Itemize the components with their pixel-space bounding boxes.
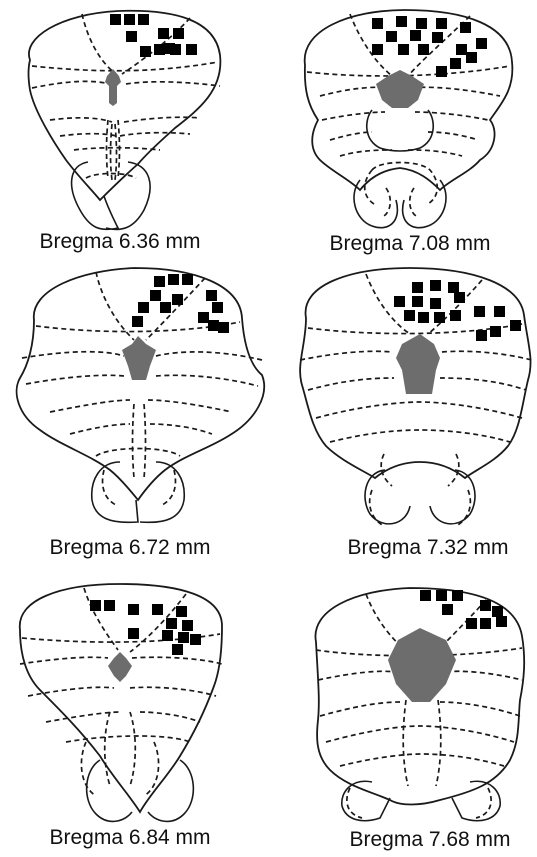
marker-square xyxy=(138,302,149,313)
marker-square xyxy=(442,604,453,615)
marker-square xyxy=(386,31,397,42)
panel-caption: Bregma 7.32 mm xyxy=(318,536,537,560)
marker-square xyxy=(412,296,423,307)
marker-square xyxy=(212,302,223,313)
marker-square xyxy=(90,600,101,611)
marker-square xyxy=(460,22,471,33)
marker-square xyxy=(166,618,177,629)
marker-square xyxy=(432,32,443,43)
marker-square xyxy=(152,604,163,615)
marker-square xyxy=(430,298,441,309)
section-panel-6 xyxy=(315,588,524,821)
marker-square xyxy=(480,618,491,629)
marker-square xyxy=(178,632,189,643)
panel-caption: Bregma 7.68 mm xyxy=(320,828,537,852)
marker-square xyxy=(372,18,383,29)
panel-caption: Bregma 6.72 mm xyxy=(20,536,240,560)
marker-square xyxy=(150,290,161,301)
marker-square xyxy=(476,330,487,341)
marker-square xyxy=(450,310,461,321)
brain-outline xyxy=(29,11,221,200)
marker-square xyxy=(436,18,447,29)
section-panel-2 xyxy=(305,10,513,228)
marker-square xyxy=(186,44,197,55)
marker-square xyxy=(480,600,491,611)
panel-caption: Bregma 6.84 mm xyxy=(20,826,240,850)
marker-square xyxy=(456,44,467,55)
marker-square xyxy=(104,600,115,611)
olfactory-bulb-outline xyxy=(365,470,475,524)
marker-square xyxy=(490,326,501,337)
marker-square xyxy=(182,274,193,285)
section-panel-5 xyxy=(20,584,222,821)
marker-square xyxy=(170,44,181,55)
marker-square xyxy=(154,276,165,287)
marker-square xyxy=(132,316,143,327)
marker-square xyxy=(128,628,139,639)
marker-square xyxy=(372,44,383,55)
marker-square xyxy=(172,294,183,305)
marker-square xyxy=(476,38,487,49)
marker-square xyxy=(430,280,441,291)
panel-caption: Bregma 6.36 mm xyxy=(10,230,230,254)
marker-square xyxy=(454,292,465,303)
marker-square xyxy=(128,604,139,615)
marker-square xyxy=(448,282,459,293)
marker-square xyxy=(198,312,209,323)
marker-square xyxy=(434,312,445,323)
marker-square xyxy=(450,58,461,69)
section-panel-1 xyxy=(29,11,221,230)
marker-square xyxy=(404,310,415,321)
marker-square xyxy=(394,296,405,307)
marker-square xyxy=(436,66,447,77)
marker-square xyxy=(126,31,137,42)
marker-square xyxy=(160,302,171,313)
marker-square xyxy=(218,322,229,333)
marker-square xyxy=(154,44,165,55)
marker-square xyxy=(206,290,217,301)
marker-square xyxy=(124,14,135,25)
section-panel-3 xyxy=(17,268,265,522)
marker-square xyxy=(396,16,407,27)
olfactory-bulb-outline xyxy=(354,180,446,228)
marker-square xyxy=(418,44,429,55)
marker-square xyxy=(398,44,409,55)
marker-square xyxy=(420,590,431,601)
marker-square xyxy=(510,320,521,331)
marker-square xyxy=(452,590,463,601)
marker-square xyxy=(182,620,193,631)
marker-square xyxy=(208,320,219,331)
marker-square xyxy=(466,618,477,629)
marker-square xyxy=(416,18,427,29)
marker-square xyxy=(110,14,121,25)
marker-square xyxy=(162,630,173,641)
marker-square xyxy=(496,616,507,627)
marker-square xyxy=(168,274,179,285)
marker-square xyxy=(410,30,421,41)
marker-square xyxy=(138,14,149,25)
panel-caption: Bregma 7.08 mm xyxy=(300,232,520,256)
marker-square xyxy=(190,634,201,645)
marker-square xyxy=(412,282,423,293)
marker-square xyxy=(494,306,505,317)
marker-square xyxy=(140,46,151,57)
marker-square xyxy=(158,28,169,39)
marker-square xyxy=(173,28,184,39)
marker-square xyxy=(418,312,429,323)
marker-square xyxy=(466,52,477,63)
marker-square xyxy=(172,644,183,655)
marker-square xyxy=(176,606,187,617)
marker-square xyxy=(474,306,485,317)
section-panel-4 xyxy=(300,268,532,526)
marker-square xyxy=(492,606,503,617)
marker-square xyxy=(436,590,447,601)
